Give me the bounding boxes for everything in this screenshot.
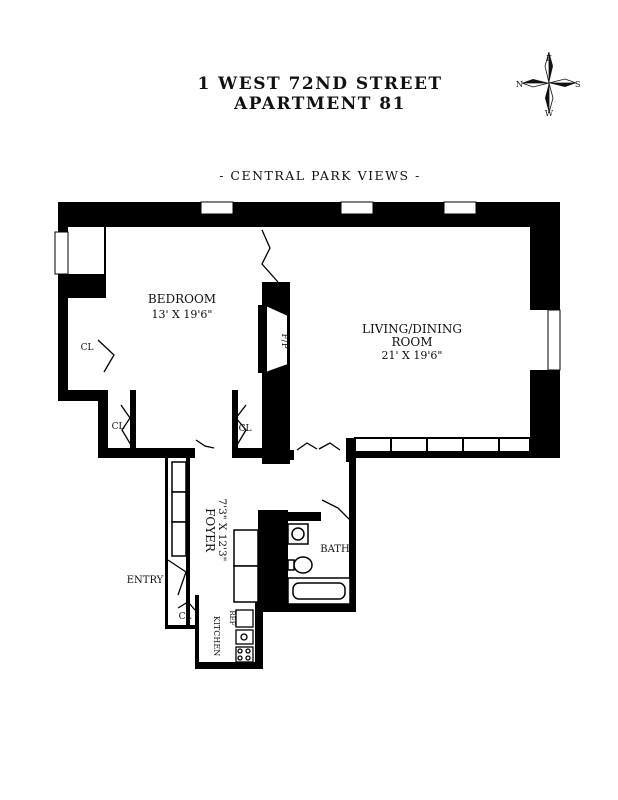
kitchen-fixtures [235, 609, 254, 663]
bedroom-label: BEDROOM [148, 292, 216, 306]
bath-door-icon [321, 499, 351, 521]
closet-door-icon [97, 339, 115, 373]
entry-label: ENTRY [127, 575, 164, 586]
living-label: LIVING/DINING [362, 322, 462, 336]
compass-west-label: W [545, 109, 554, 118]
bedroom-door-icon [195, 439, 215, 449]
closet-label: CL [179, 612, 192, 622]
closet-label: CL [112, 422, 125, 432]
living-bifold-door-icon [261, 229, 279, 283]
refrigerator-label: REF [228, 610, 236, 625]
living-label-room: ROOM [392, 335, 433, 349]
closet-label: CL [81, 343, 94, 353]
refrigerator-icon [235, 609, 254, 628]
closet-door-icon [120, 404, 132, 446]
compass-east-label: E [546, 54, 552, 63]
living-door-icon [296, 442, 318, 451]
foyer-size: 7'3" X 12'3" [216, 499, 228, 562]
fireplace-label: F/P [279, 333, 289, 348]
address-title: 1 WEST 72ND STREET [197, 74, 443, 94]
bedroom-size: 13' X 19'6" [152, 308, 213, 321]
built-in-cabinets [354, 437, 531, 453]
foyer-label: FOYER [203, 508, 217, 553]
closet-door-icon [235, 404, 247, 446]
toilet-icon [293, 556, 313, 574]
views-caption: - CENTRAL PARK VIEWS - [219, 168, 421, 183]
doors [97, 229, 351, 611]
closet-door-icon [177, 601, 196, 611]
compass-south-label: S [575, 80, 580, 89]
closet-label: CL [239, 424, 252, 434]
apartment-title: APARTMENT 81 [234, 94, 406, 114]
living-door-icon [318, 442, 341, 451]
entry-door-icon [167, 559, 187, 596]
kitchen-label: KITCHEN [212, 616, 221, 656]
bath-fixtures [287, 523, 351, 605]
compass-rose-icon [521, 51, 577, 114]
windows [54, 201, 561, 371]
fireplace-icon [265, 303, 289, 375]
compass-north-label: N [516, 80, 523, 89]
living-size: 21' X 19'6" [382, 349, 443, 362]
bath-label: BATH [320, 544, 350, 555]
foyer-shelves [171, 461, 259, 603]
